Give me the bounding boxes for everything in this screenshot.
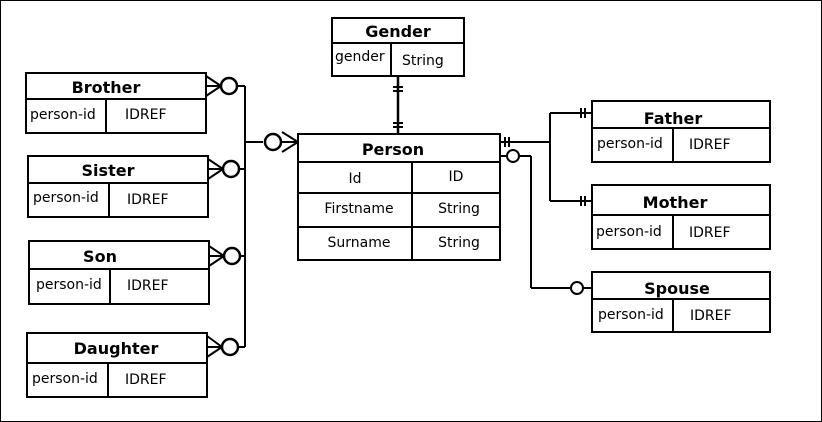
entity-title-father: Father (643, 109, 703, 128)
attr-name-person-firstname: Firstname (324, 201, 394, 217)
attr-type-mother: IDREF (689, 225, 731, 241)
attr-type-son: IDREF (127, 278, 169, 294)
entity-box-mother (591, 184, 771, 250)
entity-title-brother: Brother (71, 78, 141, 97)
crowfoot-son-icon (208, 245, 245, 267)
attr-name-spouse: person-id (598, 307, 664, 323)
attr-name-person-id: Id (348, 171, 362, 187)
attr-type-brother: IDREF (125, 107, 167, 123)
entity-title-son: Son (83, 247, 117, 266)
entity-box-gender (331, 17, 465, 77)
crowfoot-person-side-icon (263, 131, 299, 153)
attr-type-spouse: IDREF (690, 308, 732, 324)
attr-name-mother: person-id (596, 224, 662, 240)
entity-box-spouse (591, 271, 771, 333)
entity-title-sister: Sister (81, 161, 135, 180)
entity-title-gender: Gender (365, 22, 431, 41)
entity-box-person (297, 133, 501, 261)
entity-box-son (28, 240, 210, 305)
entity-title-daughter: Daughter (73, 339, 159, 358)
rel-person-spouse (500, 149, 592, 295)
rel-person-gender (393, 77, 403, 134)
crowfoot-daughter-icon (206, 335, 245, 358)
entity-box-father (591, 100, 771, 163)
attr-type-person-surname: String (438, 235, 480, 251)
entity-title-mother: Mother (642, 193, 708, 212)
attr-name-sister: person-id (33, 190, 99, 206)
attr-name-brother: person-id (30, 107, 96, 123)
attr-type-sister: IDREF (127, 192, 169, 208)
entity-box-daughter (26, 332, 208, 398)
entity-box-sister (27, 155, 209, 218)
attr-type-father: IDREF (689, 137, 731, 153)
entity-box-brother (25, 72, 207, 134)
attr-name-daughter: person-id (32, 371, 98, 387)
crowfoot-brother-icon (205, 75, 245, 97)
attr-name-son: person-id (36, 277, 102, 293)
entity-title-person: Person (361, 140, 425, 159)
attr-name-gender: gender (335, 49, 385, 65)
entity-title-spouse: Spouse (644, 279, 710, 298)
attr-type-person-id: ID (448, 169, 464, 185)
attr-name-father: person-id (597, 136, 663, 152)
crowfoot-sister-icon (207, 158, 245, 180)
attr-name-person-surname: Surname (327, 235, 391, 251)
attr-type-gender: String (402, 53, 444, 69)
attr-type-daughter: IDREF (125, 372, 167, 388)
attr-type-person-firstname: String (438, 201, 480, 217)
rel-person-parents (500, 108, 592, 206)
rel-siblings-children-trunk (244, 86, 263, 347)
